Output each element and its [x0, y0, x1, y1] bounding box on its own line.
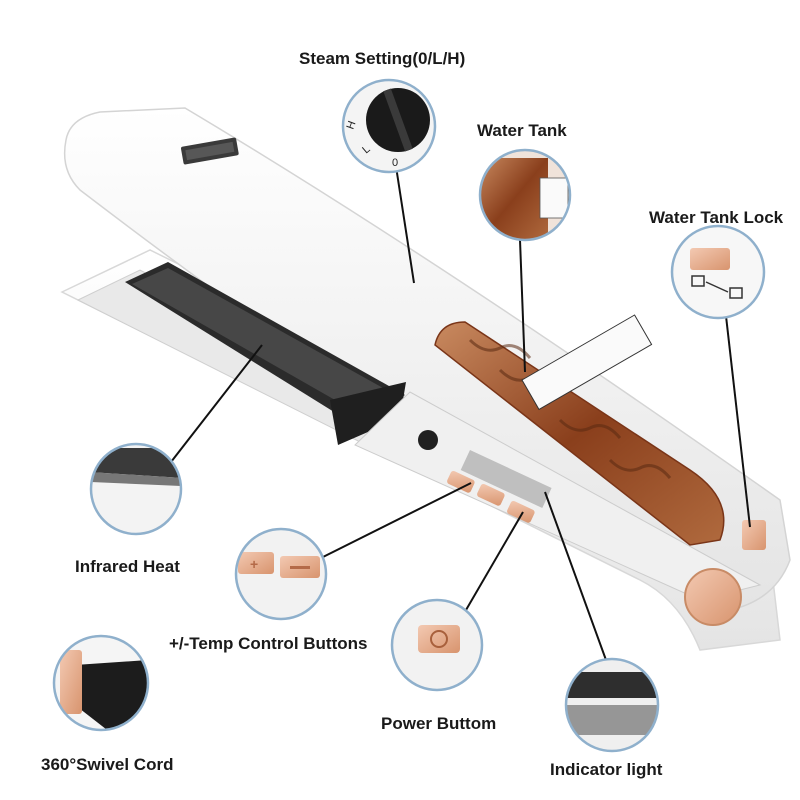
dial-mark-h: H — [345, 119, 359, 131]
label-swivel-cord: 360°Swivel Cord — [41, 755, 174, 774]
leader-lines — [170, 159, 751, 661]
label-infrared-heat: Infrared Heat — [75, 557, 180, 576]
plus-icon — [447, 470, 475, 493]
minus-icon — [477, 483, 505, 506]
label-temp-buttons: +/-Temp Control Buttons — [169, 634, 368, 653]
label-water-tank-lock: Water Tank Lock — [649, 208, 784, 227]
swivel-cord-detail — [54, 636, 148, 730]
steam-dial-detail — [343, 80, 435, 172]
infrared-detail — [91, 444, 181, 534]
water-tank — [434, 321, 725, 546]
label-indicator-light: Indicator light — [550, 760, 663, 779]
water-tank-detail — [480, 150, 570, 240]
label-steam-setting: Steam Setting(0/L/H) — [299, 49, 466, 68]
svg-text:+: + — [250, 556, 258, 572]
tank-lock-detail — [672, 226, 764, 318]
control-panel — [354, 391, 762, 601]
label-water-tank: Water Tank — [477, 121, 567, 140]
unlock-icon — [729, 287, 743, 299]
power-icon — [507, 500, 535, 523]
indicator-light-detail — [566, 659, 658, 751]
upper-arm — [63, 107, 791, 611]
lock-icon — [691, 275, 705, 287]
temp-buttons-detail: + — [236, 529, 326, 619]
tank-lock-slider — [742, 520, 766, 550]
brand-logo — [181, 137, 239, 165]
tank-sticker — [521, 314, 653, 411]
label-power-button: Power Buttom — [381, 714, 497, 733]
swivel-dial — [684, 568, 742, 626]
dial-mark-0: 0 — [392, 157, 398, 169]
power-button-detail — [392, 600, 482, 690]
